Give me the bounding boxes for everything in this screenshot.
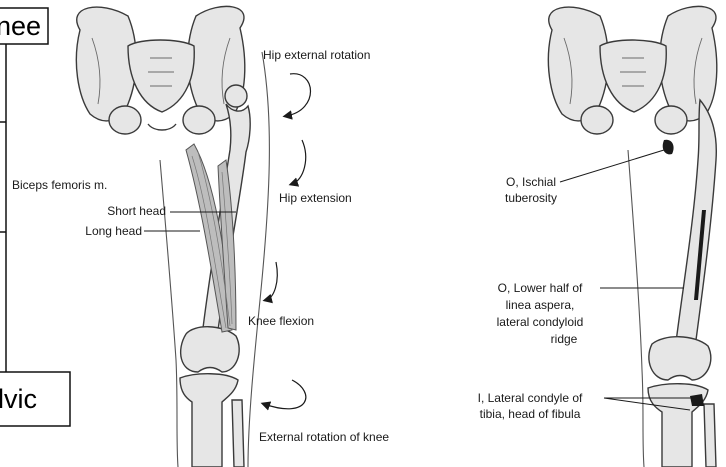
partial-diagram-frame: [0, 8, 70, 426]
left-pelvis: [76, 6, 244, 134]
hip-extension-label: Hip extension: [279, 191, 352, 206]
left-tibia-fibula: [180, 374, 244, 467]
knee-flexion-label: Knee flexion: [248, 314, 314, 329]
right-pelvis: [548, 6, 716, 134]
origin-linea-label-line2: linea aspera,: [484, 298, 596, 313]
leg-outline-right: [628, 150, 644, 467]
hip-external-rotation-label: Hip external rotation: [263, 48, 370, 63]
origin-ischial-label-line1: O, Ischial: [488, 175, 574, 190]
long-head-label: Long head: [85, 224, 142, 239]
external-rotation-knee-label: External rotation of knee: [259, 430, 389, 445]
insertion-label-line1: I, Lateral condyle of: [456, 391, 604, 406]
origin-linea-label-line1: O, Lower half of: [484, 281, 596, 296]
right-femur: [649, 100, 716, 380]
partial-box-text-top: nee: [0, 11, 41, 41]
muscle-name-label: Biceps femoris m.: [12, 178, 107, 193]
partial-box-text-bottom: lvic: [0, 384, 37, 414]
short-head-label: Short head: [107, 204, 166, 219]
insertion-label-line2: tibia, head of fibula: [456, 407, 604, 422]
right-tibia-fibula: [648, 384, 716, 467]
origin-ischial-label-line2: tuberosity: [488, 191, 574, 206]
lateral-condyle-insertion-mark: [690, 394, 704, 406]
ischial-tuberosity-origin-mark: [663, 140, 674, 155]
origin-linea-label-line4: ridge: [508, 332, 620, 347]
action-arrows: [264, 74, 311, 409]
origin-linea-label-line3: lateral condyloid: [484, 315, 596, 330]
